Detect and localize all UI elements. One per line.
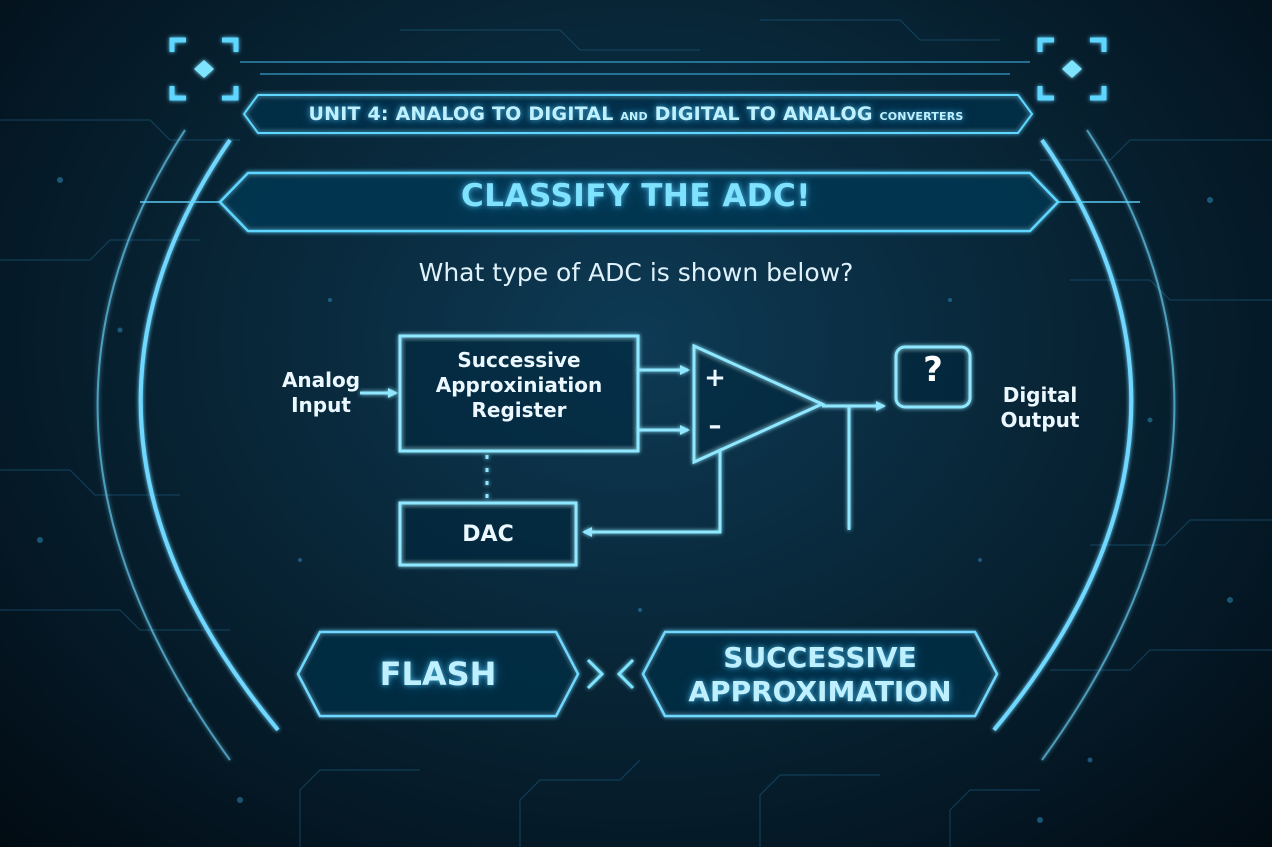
sa-answer-line2: APPROXIMATION (688, 675, 952, 708)
diagram-wires (360, 365, 886, 537)
frame-corner-icon (169, 37, 1107, 101)
sar-label-line3: Register (471, 398, 567, 422)
sar-block (398, 334, 640, 453)
flash-button-frame (296, 630, 580, 718)
header-lines (240, 61, 1030, 75)
unknown-output-mark: ? (923, 350, 943, 390)
comparator-minus: – (708, 411, 722, 441)
sa-answer-line1: SUCCESSIVE (723, 641, 917, 674)
sar-label-line2: Approxiniation (435, 373, 603, 397)
frame-arcs (96, 129, 1176, 761)
unit-title-converters: CONVERTERS (879, 110, 964, 123)
quiz-title: CLASSIFY THE ADC! (461, 178, 811, 214)
unit-title-part1: UNIT 4: ANALOG TO DIGITAL (308, 103, 621, 125)
analog-input-line1: Analog (281, 368, 361, 392)
sar-label: Successive Approxiniation Register (402, 348, 636, 423)
frame-corner-icon-center (194, 60, 1082, 78)
flash-answer-label: FLASH (379, 655, 497, 693)
adc-diagram (398, 334, 826, 567)
unit-title-banner (242, 94, 1034, 134)
flash-answer-button[interactable]: FLASH (300, 632, 576, 716)
question-text: What type of ADC is shown below? (418, 258, 854, 287)
sa-button-frame (641, 630, 999, 718)
chevron-left-icon (616, 658, 635, 690)
successive-approximation-answer-button[interactable]: SUCCESSIVE APPROXIMATION (643, 632, 997, 716)
unknown-output-box (894, 345, 972, 409)
digital-output-label: Digital Output (985, 383, 1095, 433)
dac-block (398, 501, 578, 567)
digital-output-line1: Digital (1002, 383, 1078, 407)
comparator-plus: + (704, 363, 726, 393)
unit-title-part2: DIGITAL TO ANALOG (647, 103, 880, 125)
digital-output-line2: Output (1000, 408, 1080, 432)
sar-label-line1: Successive (457, 348, 581, 372)
dac-label: DAC (462, 522, 514, 547)
unit-title-and: AND (620, 110, 648, 123)
analog-input-line2: Input (291, 393, 351, 417)
background-dots (37, 177, 1233, 823)
analog-input-label: Analog Input (266, 368, 376, 418)
comparator-symbol (692, 343, 826, 465)
unit-title: UNIT 4: ANALOG TO DIGITAL AND DIGITAL TO… (0, 103, 1272, 125)
chevron-right-icon (586, 658, 605, 690)
